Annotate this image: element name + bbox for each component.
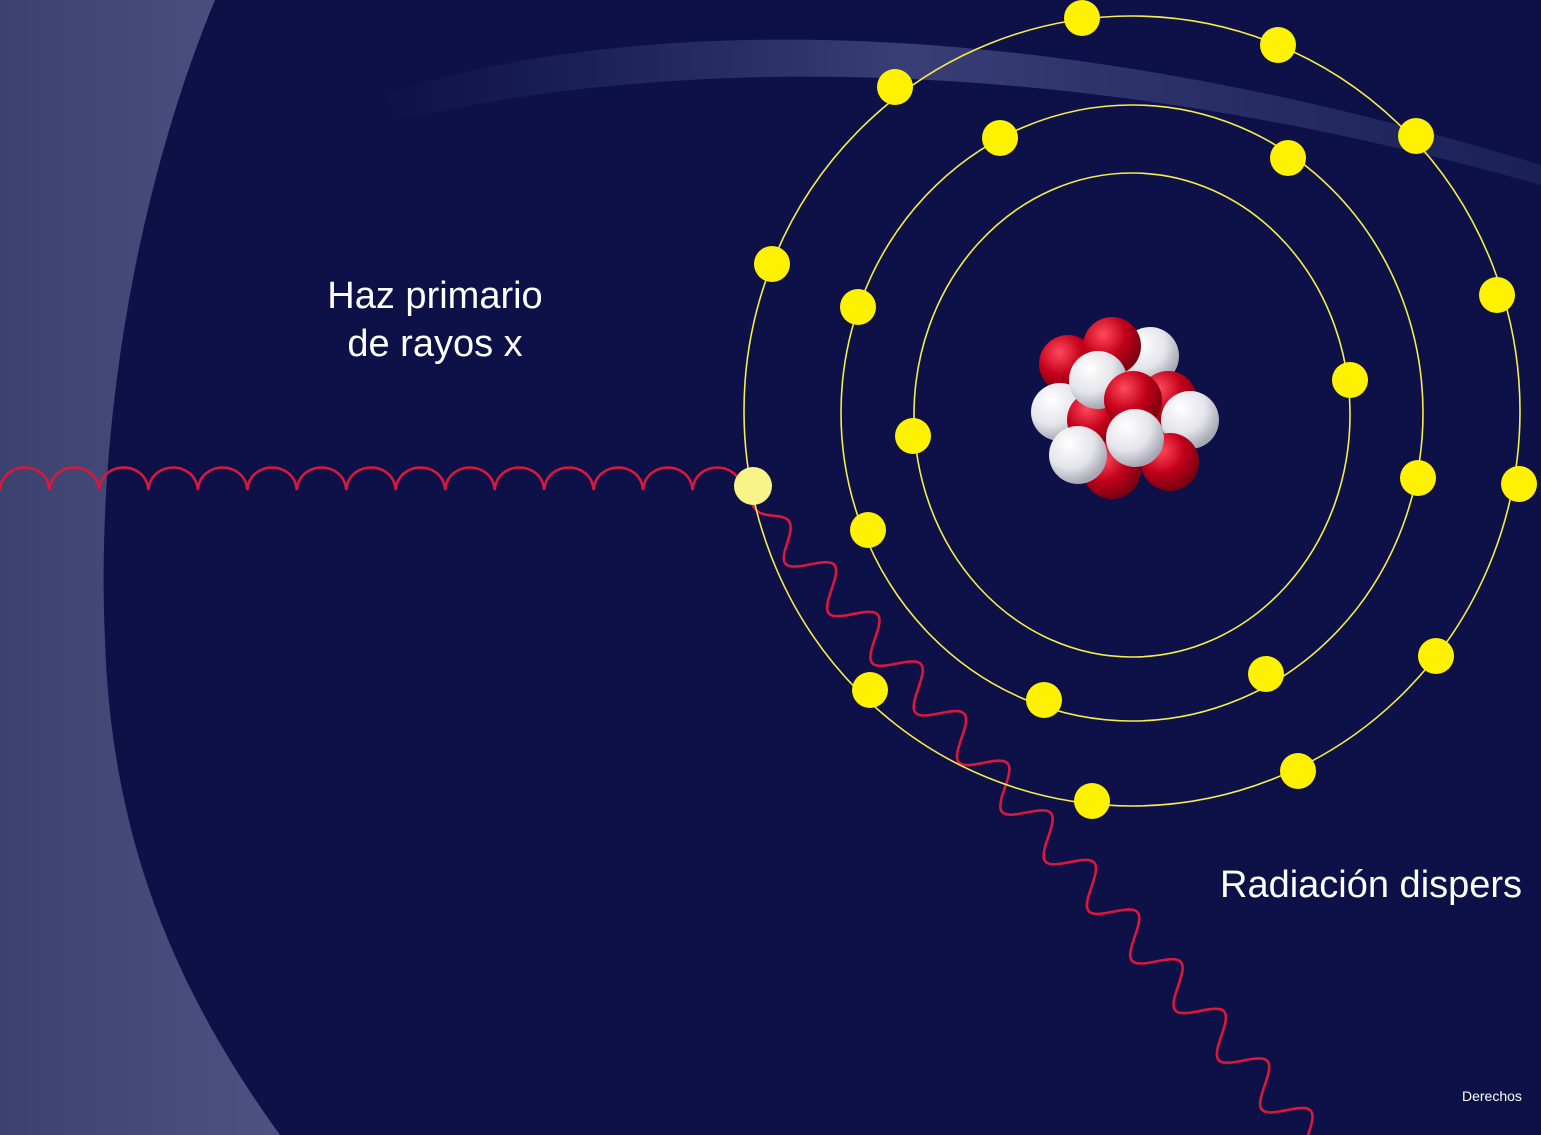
orbit-outer [743, 15, 1521, 807]
electron [852, 672, 888, 708]
electron [1248, 656, 1284, 692]
neutron [1049, 426, 1107, 484]
copyright-text: Derechos [1462, 1088, 1522, 1104]
electron [1074, 783, 1110, 819]
primary-beam-label: Haz primario de rayos x [250, 272, 620, 368]
primary-beam-label-line1: Haz primario [327, 275, 543, 317]
electron [1479, 277, 1515, 313]
primary-beam-wave [0, 466, 744, 491]
scattered-radiation-wave [743, 489, 1314, 1135]
electron [877, 69, 913, 105]
electrons [734, 0, 1537, 819]
electron [1260, 27, 1296, 63]
electron [840, 289, 876, 325]
electron [1418, 638, 1454, 674]
scattered-radiation-label: Radiación dispers [1220, 864, 1523, 906]
primary-beam-label-line2: de rayos x [347, 323, 523, 365]
electron-orbits [743, 15, 1521, 807]
electron [1270, 140, 1306, 176]
electron [1064, 0, 1100, 36]
electron [982, 120, 1018, 156]
orbit-inner [913, 172, 1351, 658]
electron [895, 418, 931, 454]
electron [1398, 118, 1434, 154]
electron [754, 246, 790, 282]
electron [850, 512, 886, 548]
neutron [1106, 409, 1164, 467]
electron [1332, 362, 1368, 398]
background-streak [380, 39, 1541, 186]
electron [1026, 682, 1062, 718]
x-ray-waves [0, 466, 1314, 1135]
electron [1501, 466, 1537, 502]
electron [1280, 753, 1316, 789]
interacting-electron [734, 467, 772, 505]
left-side-band [0, 0, 280, 1135]
electron [1400, 460, 1436, 496]
nucleus [1031, 317, 1219, 499]
orbit-middle [840, 104, 1424, 722]
